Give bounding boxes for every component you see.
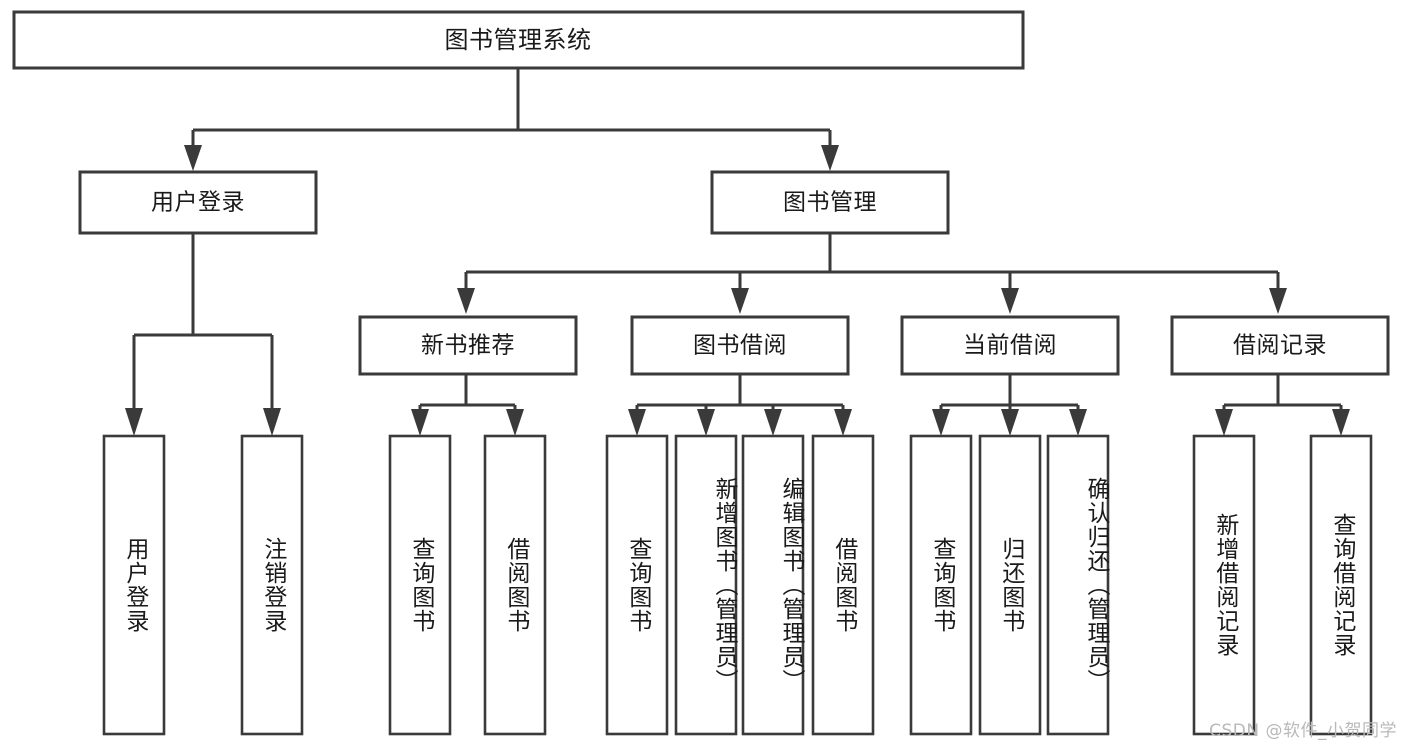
- node-book-manage-label: 图书管理: [783, 190, 877, 216]
- connector-group-borrow-record: [1215, 375, 1350, 436]
- node-user-login-box[interactable]: [78, 170, 318, 235]
- leaf-add-book-box[interactable]: [674, 434, 738, 736]
- leaf-borrow-book-1-box[interactable]: [483, 434, 547, 736]
- leaf-add-record-box[interactable]: [1192, 434, 1256, 736]
- arrow-head-leaf-query-book-3: [932, 409, 950, 436]
- arrow-head-leaf-add-record: [1215, 409, 1233, 436]
- leaf-boxes-borrow-record: [1192, 434, 1373, 736]
- arrow-head-user-login: [184, 145, 202, 171]
- leaf-query-record-box[interactable]: [1309, 434, 1373, 736]
- node-borrow-record[interactable]: 借阅记录: [1170, 315, 1390, 376]
- node-borrow-record-label: 借阅记录: [1233, 333, 1327, 359]
- csdn-watermark: CSDN @软件_小贺同学: [1209, 721, 1397, 741]
- connector-group-user-login: [125, 233, 281, 436]
- node-borrow-record-box[interactable]: [1170, 315, 1390, 376]
- arrow-head-leaf-query-book-2: [628, 409, 646, 436]
- leaf-borrow-book-2-box[interactable]: [811, 434, 875, 736]
- node-new-book-recommend-box[interactable]: [358, 315, 578, 376]
- leaf-edit-book-box[interactable]: [741, 434, 805, 736]
- node-root-label: 图书管理系统: [445, 26, 592, 54]
- node-user-login[interactable]: 用户登录: [78, 170, 318, 235]
- node-new-book-recommend-label: 新书推荐: [421, 333, 515, 359]
- connector-group-book-manage: [457, 233, 1287, 314]
- arrow-head-book-manage: [821, 145, 839, 171]
- arrow-head-new-book-recommend: [457, 288, 475, 314]
- arrow-head-leaf-query-record: [1332, 409, 1350, 436]
- connector-group-root: [184, 68, 839, 171]
- node-current-borrow-box[interactable]: [900, 315, 1120, 376]
- leaf-confirm-return-box[interactable]: [1046, 434, 1110, 736]
- node-root[interactable]: 图书管理系统: [12, 10, 1025, 70]
- leaf-query-book-3-box[interactable]: [909, 434, 973, 736]
- leaf-logout-login-box[interactable]: [240, 434, 304, 736]
- leaf-user-login-box[interactable]: [102, 434, 166, 736]
- arrow-head-leaf-query-book-1: [411, 409, 429, 436]
- arrow-head-leaf-confirm-return: [1069, 409, 1087, 436]
- arrow-head-leaf-logout-login: [263, 408, 281, 436]
- leaf-boxes-new-book-recommend: [388, 434, 547, 736]
- leaf-query-book-2-box[interactable]: [605, 434, 669, 736]
- arrow-head-leaf-borrow-book-1: [506, 409, 524, 436]
- node-new-book-recommend[interactable]: 新书推荐: [358, 315, 578, 376]
- connector-group-book-borrow: [628, 375, 852, 436]
- arrow-head-leaf-edit-book: [764, 409, 782, 436]
- connector-group-new-book-recommend: [411, 375, 524, 436]
- leaf-boxes-book-borrow: [605, 434, 875, 736]
- leaf-query-book-1-box[interactable]: [388, 434, 452, 736]
- node-current-borrow-label: 当前借阅: [963, 333, 1057, 359]
- leaf-boxes-current-borrow: [909, 434, 1110, 736]
- arrow-head-leaf-add-book: [697, 409, 715, 436]
- node-book-manage[interactable]: 图书管理: [710, 170, 950, 235]
- arrow-head-leaf-borrow-book-2: [834, 409, 852, 436]
- node-current-borrow[interactable]: 当前借阅: [900, 315, 1120, 376]
- leaf-boxes-user-login: [102, 434, 304, 736]
- connector-group-current-borrow: [932, 375, 1087, 436]
- leaf-return-book-box[interactable]: [978, 434, 1042, 736]
- node-user-login-label: 用户登录: [151, 190, 245, 216]
- arrow-head-book-borrow: [731, 288, 749, 314]
- arrow-head-leaf-user-login: [125, 408, 143, 436]
- arrow-head-leaf-return-book: [1001, 409, 1019, 436]
- node-book-borrow-box[interactable]: [630, 315, 850, 376]
- arrow-head-borrow-record: [1269, 288, 1287, 314]
- node-book-borrow[interactable]: 图书借阅: [630, 315, 850, 376]
- node-book-manage-box[interactable]: [710, 170, 950, 235]
- node-book-borrow-label: 图书借阅: [693, 333, 787, 359]
- arrow-head-current-borrow: [1001, 288, 1019, 314]
- node-root-box[interactable]: [12, 10, 1025, 70]
